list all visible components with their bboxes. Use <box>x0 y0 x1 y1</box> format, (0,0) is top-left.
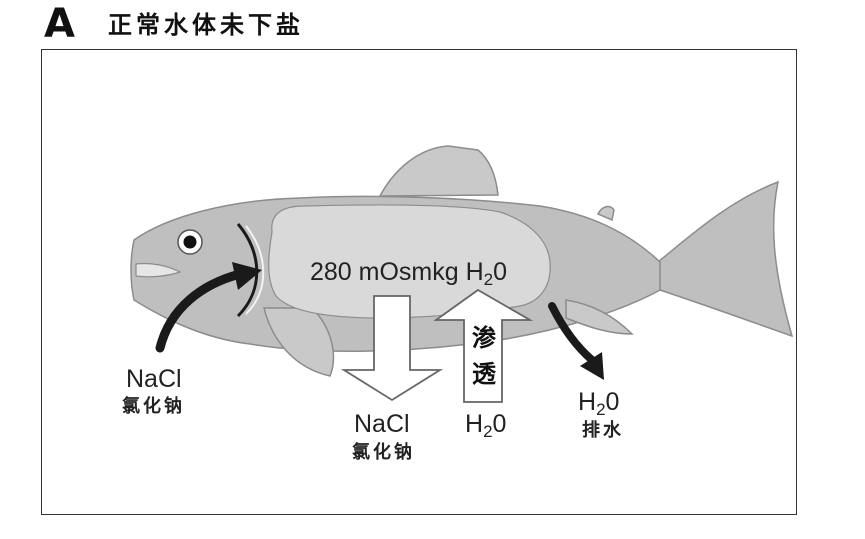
gill-uptake-formula: NaCl <box>126 365 182 393</box>
water-excretion-chinese: 排水 <box>582 420 624 441</box>
fish-pupil <box>183 235 197 249</box>
adipose-fin <box>596 205 615 222</box>
body-label-suffix: 0 <box>493 258 508 286</box>
osmosis-formula-prefix: H <box>465 410 484 438</box>
osmosis-char-2: 透 <box>472 360 496 388</box>
dorsal-fin <box>378 145 499 197</box>
body-concentration-label: 280 mOsmkg H20 <box>310 258 508 289</box>
figure-frame <box>41 49 797 515</box>
water-formula-subscript: 2 <box>596 400 606 419</box>
water-formula-prefix: H <box>578 388 597 416</box>
body-cavity <box>268 204 551 319</box>
panel-title: 正常水体未下盐 <box>108 11 304 39</box>
gill-uptake-arrowhead <box>232 262 262 290</box>
body-label-prefix: 280 mOsmkg H <box>310 258 484 286</box>
water-formula-suffix: 0 <box>605 388 620 416</box>
osmosis-formula: H20 <box>465 410 507 441</box>
water-excretion-arrow <box>548 302 596 364</box>
gill-highlight <box>245 225 265 315</box>
salt-loss-formula: NaCl <box>354 410 410 438</box>
salt-loss-chinese: 氯化钠 <box>352 442 415 463</box>
gill-uptake-arrow <box>155 269 245 353</box>
water-excretion-formula: H20 <box>578 388 620 419</box>
osmosis-arrow <box>433 288 534 403</box>
gill-uptake-chinese: 氯化钠 <box>122 396 185 417</box>
water-excretion-arrowhead <box>580 352 604 380</box>
pelvic-fin <box>565 299 634 335</box>
osmosis-formula-suffix: 0 <box>492 410 507 438</box>
fish-mouth <box>135 262 182 278</box>
osmosis-char-1: 渗 <box>472 324 496 352</box>
panel-letter: A <box>44 1 75 47</box>
osmosis-formula-subscript: 2 <box>483 422 493 441</box>
salt-loss-arrow <box>340 295 444 402</box>
pectoral-fin <box>263 307 335 377</box>
tail-fin <box>657 180 794 338</box>
body-label-subscript: 2 <box>483 270 494 289</box>
